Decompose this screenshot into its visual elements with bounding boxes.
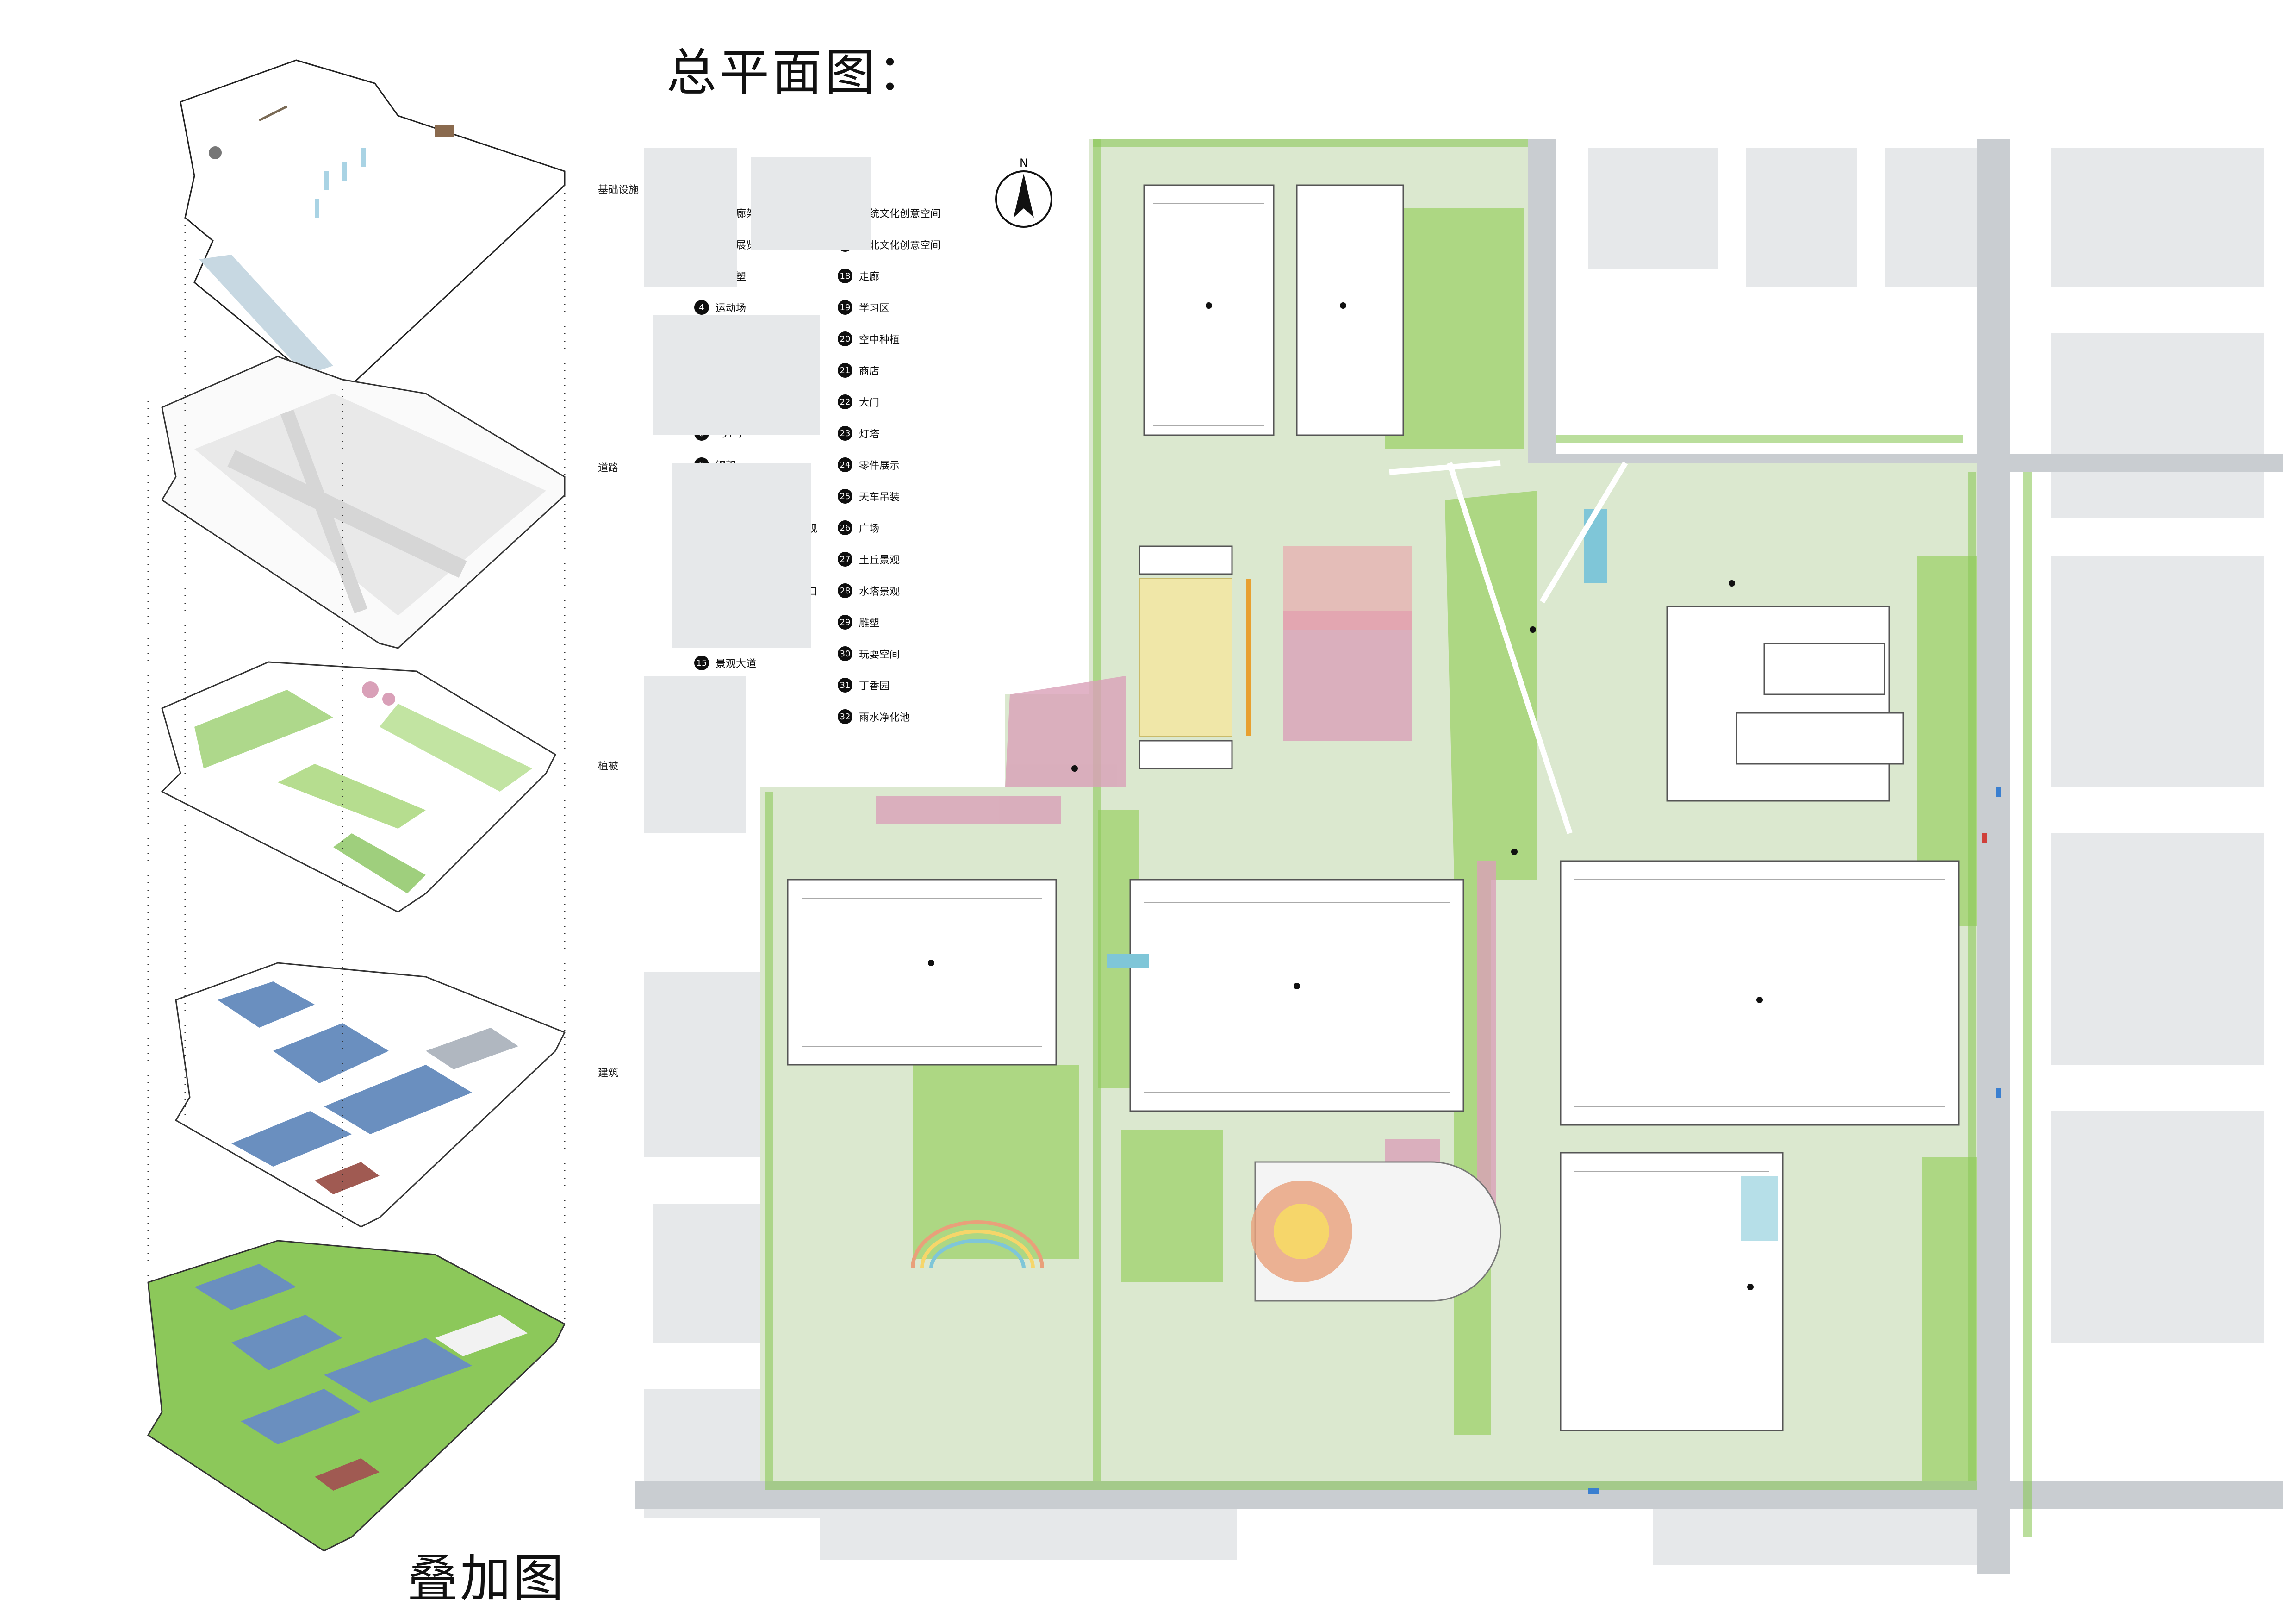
master-plan-map: N (635, 139, 2283, 1574)
legend-number: 4 (694, 300, 709, 315)
legend-number: 30 (838, 646, 852, 661)
legend-label: 东北文化创意空间 (859, 240, 941, 251)
vegetation-layer (161, 661, 556, 913)
stack-title: 叠加图 (407, 1549, 566, 1608)
legend-number: 26 (838, 520, 852, 535)
legend-number: 32 (838, 709, 852, 724)
layer-label-roads: 道路 (598, 462, 619, 474)
layer-label-vegetation: 植被 (598, 761, 619, 772)
legend-label: 运动场 (716, 303, 747, 314)
crane-structure (435, 125, 454, 137)
legend-label: 雕塑 (859, 618, 880, 629)
legend-item: 24 零件展示 (838, 456, 900, 474)
legend-number: 18 (838, 269, 852, 283)
legend-item: 22 大门 (838, 393, 879, 411)
legend-item: 19 学习区 (838, 298, 890, 317)
legend-label: 学习区 (859, 303, 890, 314)
legend-item: 31 丁香园 (838, 676, 890, 694)
legend-item: 21 商店 (838, 361, 879, 380)
page-title: 总平面图： (666, 44, 931, 102)
legend-label: 走廊 (859, 271, 880, 283)
legend-number: 24 (838, 457, 852, 472)
legend-label: 大门 (859, 397, 880, 409)
legend-number: 29 (838, 615, 852, 630)
legend-label: 雨水净化池 (859, 712, 910, 724)
legend-item: 29 雕塑 (838, 613, 879, 631)
exploded-layer-diagram (147, 59, 566, 1552)
legend-number: 15 (694, 656, 709, 670)
legend-item: 32 雨水净化池 (838, 707, 910, 726)
legend-label: 商店 (859, 366, 880, 377)
legend-label: 玩耍空间 (859, 649, 900, 661)
play-area (911, 1220, 1044, 1269)
legend-item: 23 灯塔 (838, 424, 879, 443)
sports-field (1251, 1161, 1501, 1302)
legend-label: 空中种植 (859, 334, 900, 346)
north-label: N (1020, 156, 1028, 169)
green-spaces (913, 208, 1977, 1481)
legend-number: 20 (838, 331, 852, 346)
legend-item: 20 空中种植 (838, 330, 900, 348)
legend-number: 23 (838, 426, 852, 441)
legend-item: 25 天车吊装 (838, 487, 900, 506)
legend-number: 27 (838, 552, 852, 567)
legend-item: 18 走廊 (838, 267, 879, 285)
roof-detail (802, 203, 1945, 1412)
layer-label-infrastructure: 基础设施 (598, 184, 639, 196)
legend-label: 景观大道 (716, 658, 757, 670)
legend-number: 25 (838, 489, 852, 504)
legend-number: 19 (838, 300, 852, 315)
legend-item: 28 水塔景观 (838, 581, 900, 600)
legend-label: 传统文化创意空间 (859, 208, 941, 220)
north-arrow: N (995, 156, 1052, 228)
composite-layer (147, 1240, 566, 1552)
legend-item: 30 玩耍空间 (838, 644, 900, 663)
legend-item: 4 运动场 (694, 298, 746, 317)
layer-label-buildings: 建筑 (598, 1068, 619, 1079)
roads-layer (161, 356, 566, 649)
legend-label: 丁香园 (859, 681, 890, 692)
buildings-layer (174, 962, 566, 1228)
legend-label: 零件展示 (859, 460, 900, 472)
legend-label: 土丘景观 (859, 555, 900, 566)
legend-label: 天车吊装 (859, 492, 900, 503)
infrastructure-layer (180, 59, 566, 390)
legend-number: 22 (838, 394, 852, 409)
legend-number: 21 (838, 363, 852, 378)
legend-item: 26 广场 (838, 518, 879, 537)
location-markers (928, 302, 1763, 1290)
projection-lines (147, 185, 566, 1324)
legend-number: 28 (838, 583, 852, 598)
legend-item: 27 土丘景观 (838, 550, 900, 568)
legend-label: 水塔景观 (859, 586, 900, 598)
legend-item: 15 景观大道 (694, 654, 756, 672)
legend-number: 31 (838, 678, 852, 693)
diagonal-paths (1389, 460, 1628, 834)
legend-label: 灯塔 (859, 429, 880, 440)
tree-rows (765, 139, 2032, 1537)
legend-label: 广场 (859, 523, 880, 535)
vehicles (1588, 787, 2001, 1494)
